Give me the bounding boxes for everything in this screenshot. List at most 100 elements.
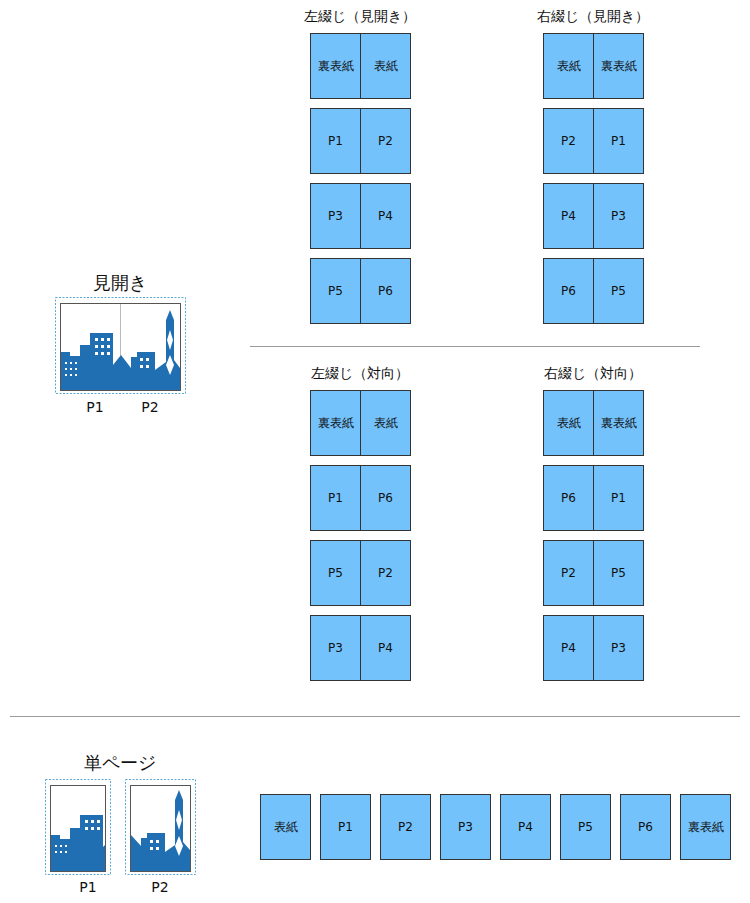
page-box: P6 <box>360 465 411 531</box>
page-label: P1 <box>338 820 353 834</box>
binding-title: 左綴じ（見開き） <box>304 8 416 25</box>
city-skyline <box>131 790 190 871</box>
page-box: P6 <box>360 258 411 324</box>
page-label: P2 <box>378 134 393 148</box>
binding-title: 右綴じ（見開き） <box>537 8 649 25</box>
page-box: P2 <box>380 794 431 860</box>
city-skyline <box>51 815 105 871</box>
section-heading: 見開き <box>93 272 147 294</box>
page-box: P2 <box>360 108 411 174</box>
page-box: P4 <box>543 615 594 681</box>
page-box: P4 <box>543 183 594 249</box>
page-box: P2 <box>543 108 594 174</box>
page-box: 表紙 <box>543 33 594 99</box>
page-box: P5 <box>593 258 644 324</box>
page-box: P4 <box>500 794 551 860</box>
page-box: P3 <box>440 794 491 860</box>
page-box: P5 <box>560 794 611 860</box>
building-windows <box>150 810 183 856</box>
page-label: 裏表紙 <box>601 59 637 73</box>
divider-line <box>10 716 740 717</box>
page-label: P5 <box>611 566 626 580</box>
page-box: P1 <box>320 794 371 860</box>
page-label: P3 <box>458 820 473 834</box>
page-label: P2 <box>561 566 576 580</box>
page-box: P6 <box>620 794 671 860</box>
page-label: P2 <box>398 820 413 834</box>
page-box: 裏表紙 <box>593 390 644 456</box>
binding-title: 左綴じ（対向） <box>311 365 409 382</box>
page-label: P5 <box>328 284 343 298</box>
page-label: P3 <box>328 641 343 655</box>
page-box: 裏表紙 <box>310 390 361 456</box>
page-label: 表紙 <box>374 416 398 430</box>
building-windows <box>55 820 100 853</box>
page-box: P2 <box>543 540 594 606</box>
page-label: 表紙 <box>374 59 398 73</box>
city-skyline <box>61 310 180 390</box>
divider-line <box>250 346 700 347</box>
spread-illustration <box>56 298 186 394</box>
page-box: P4 <box>360 183 411 249</box>
page-label: 表紙 <box>274 820 298 834</box>
page-label: 裏表紙 <box>601 416 637 430</box>
page-box: P3 <box>310 183 361 249</box>
page-number: P1 <box>86 399 103 416</box>
page-label: P6 <box>561 491 576 505</box>
page-box: P3 <box>310 615 361 681</box>
page-box: 裏表紙 <box>593 33 644 99</box>
page-label: 表紙 <box>557 59 581 73</box>
page-label: P6 <box>378 284 393 298</box>
section-heading: 単ページ <box>84 752 156 774</box>
page-label: P5 <box>578 820 593 834</box>
page-box: P2 <box>360 540 411 606</box>
page-box: 表紙 <box>360 33 411 99</box>
page-box: P1 <box>310 108 361 174</box>
page-box: P4 <box>360 615 411 681</box>
page-box: P1 <box>593 465 644 531</box>
page-frame <box>51 786 106 872</box>
page-box: P1 <box>310 465 361 531</box>
page-outline <box>46 780 111 875</box>
page-box: P6 <box>543 465 594 531</box>
page-label: P5 <box>611 284 626 298</box>
page-label: P2 <box>378 566 393 580</box>
page-label: P4 <box>378 641 393 655</box>
binding-title: 右綴じ（対向） <box>544 365 642 382</box>
page-label: P3 <box>611 641 626 655</box>
building-windows <box>65 330 174 376</box>
page-label: P3 <box>328 209 343 223</box>
page-frame <box>131 786 191 872</box>
page-label: P2 <box>561 134 576 148</box>
page-box: 裏表紙 <box>680 794 731 860</box>
page-label: P1 <box>328 491 343 505</box>
page-label: 裏表紙 <box>688 820 724 834</box>
page-label: P3 <box>611 209 626 223</box>
page-outline <box>126 780 196 875</box>
page-label: P4 <box>378 209 393 223</box>
page-label: P6 <box>561 284 576 298</box>
page-box: 裏表紙 <box>310 33 361 99</box>
page-box: 表紙 <box>260 794 311 860</box>
page-outline <box>56 298 186 394</box>
page-label: P4 <box>518 820 533 834</box>
page-box: P5 <box>310 258 361 324</box>
page-label: P4 <box>561 209 576 223</box>
page-box: P6 <box>543 258 594 324</box>
page-label: 表紙 <box>557 416 581 430</box>
page-label: P5 <box>328 566 343 580</box>
page-label: P1 <box>611 491 626 505</box>
page-label: 裏表紙 <box>318 59 354 73</box>
page-box: 表紙 <box>360 390 411 456</box>
page-label: P6 <box>638 820 653 834</box>
page-box: P3 <box>593 183 644 249</box>
page-box: P1 <box>593 108 644 174</box>
page-box: P5 <box>310 540 361 606</box>
page-frame <box>61 304 181 391</box>
page-label: P1 <box>328 134 343 148</box>
single-page-illustration <box>46 780 196 875</box>
page-number: P2 <box>151 879 168 896</box>
page-number: P2 <box>141 399 158 416</box>
page-box: P3 <box>593 615 644 681</box>
page-number: P1 <box>79 879 96 896</box>
